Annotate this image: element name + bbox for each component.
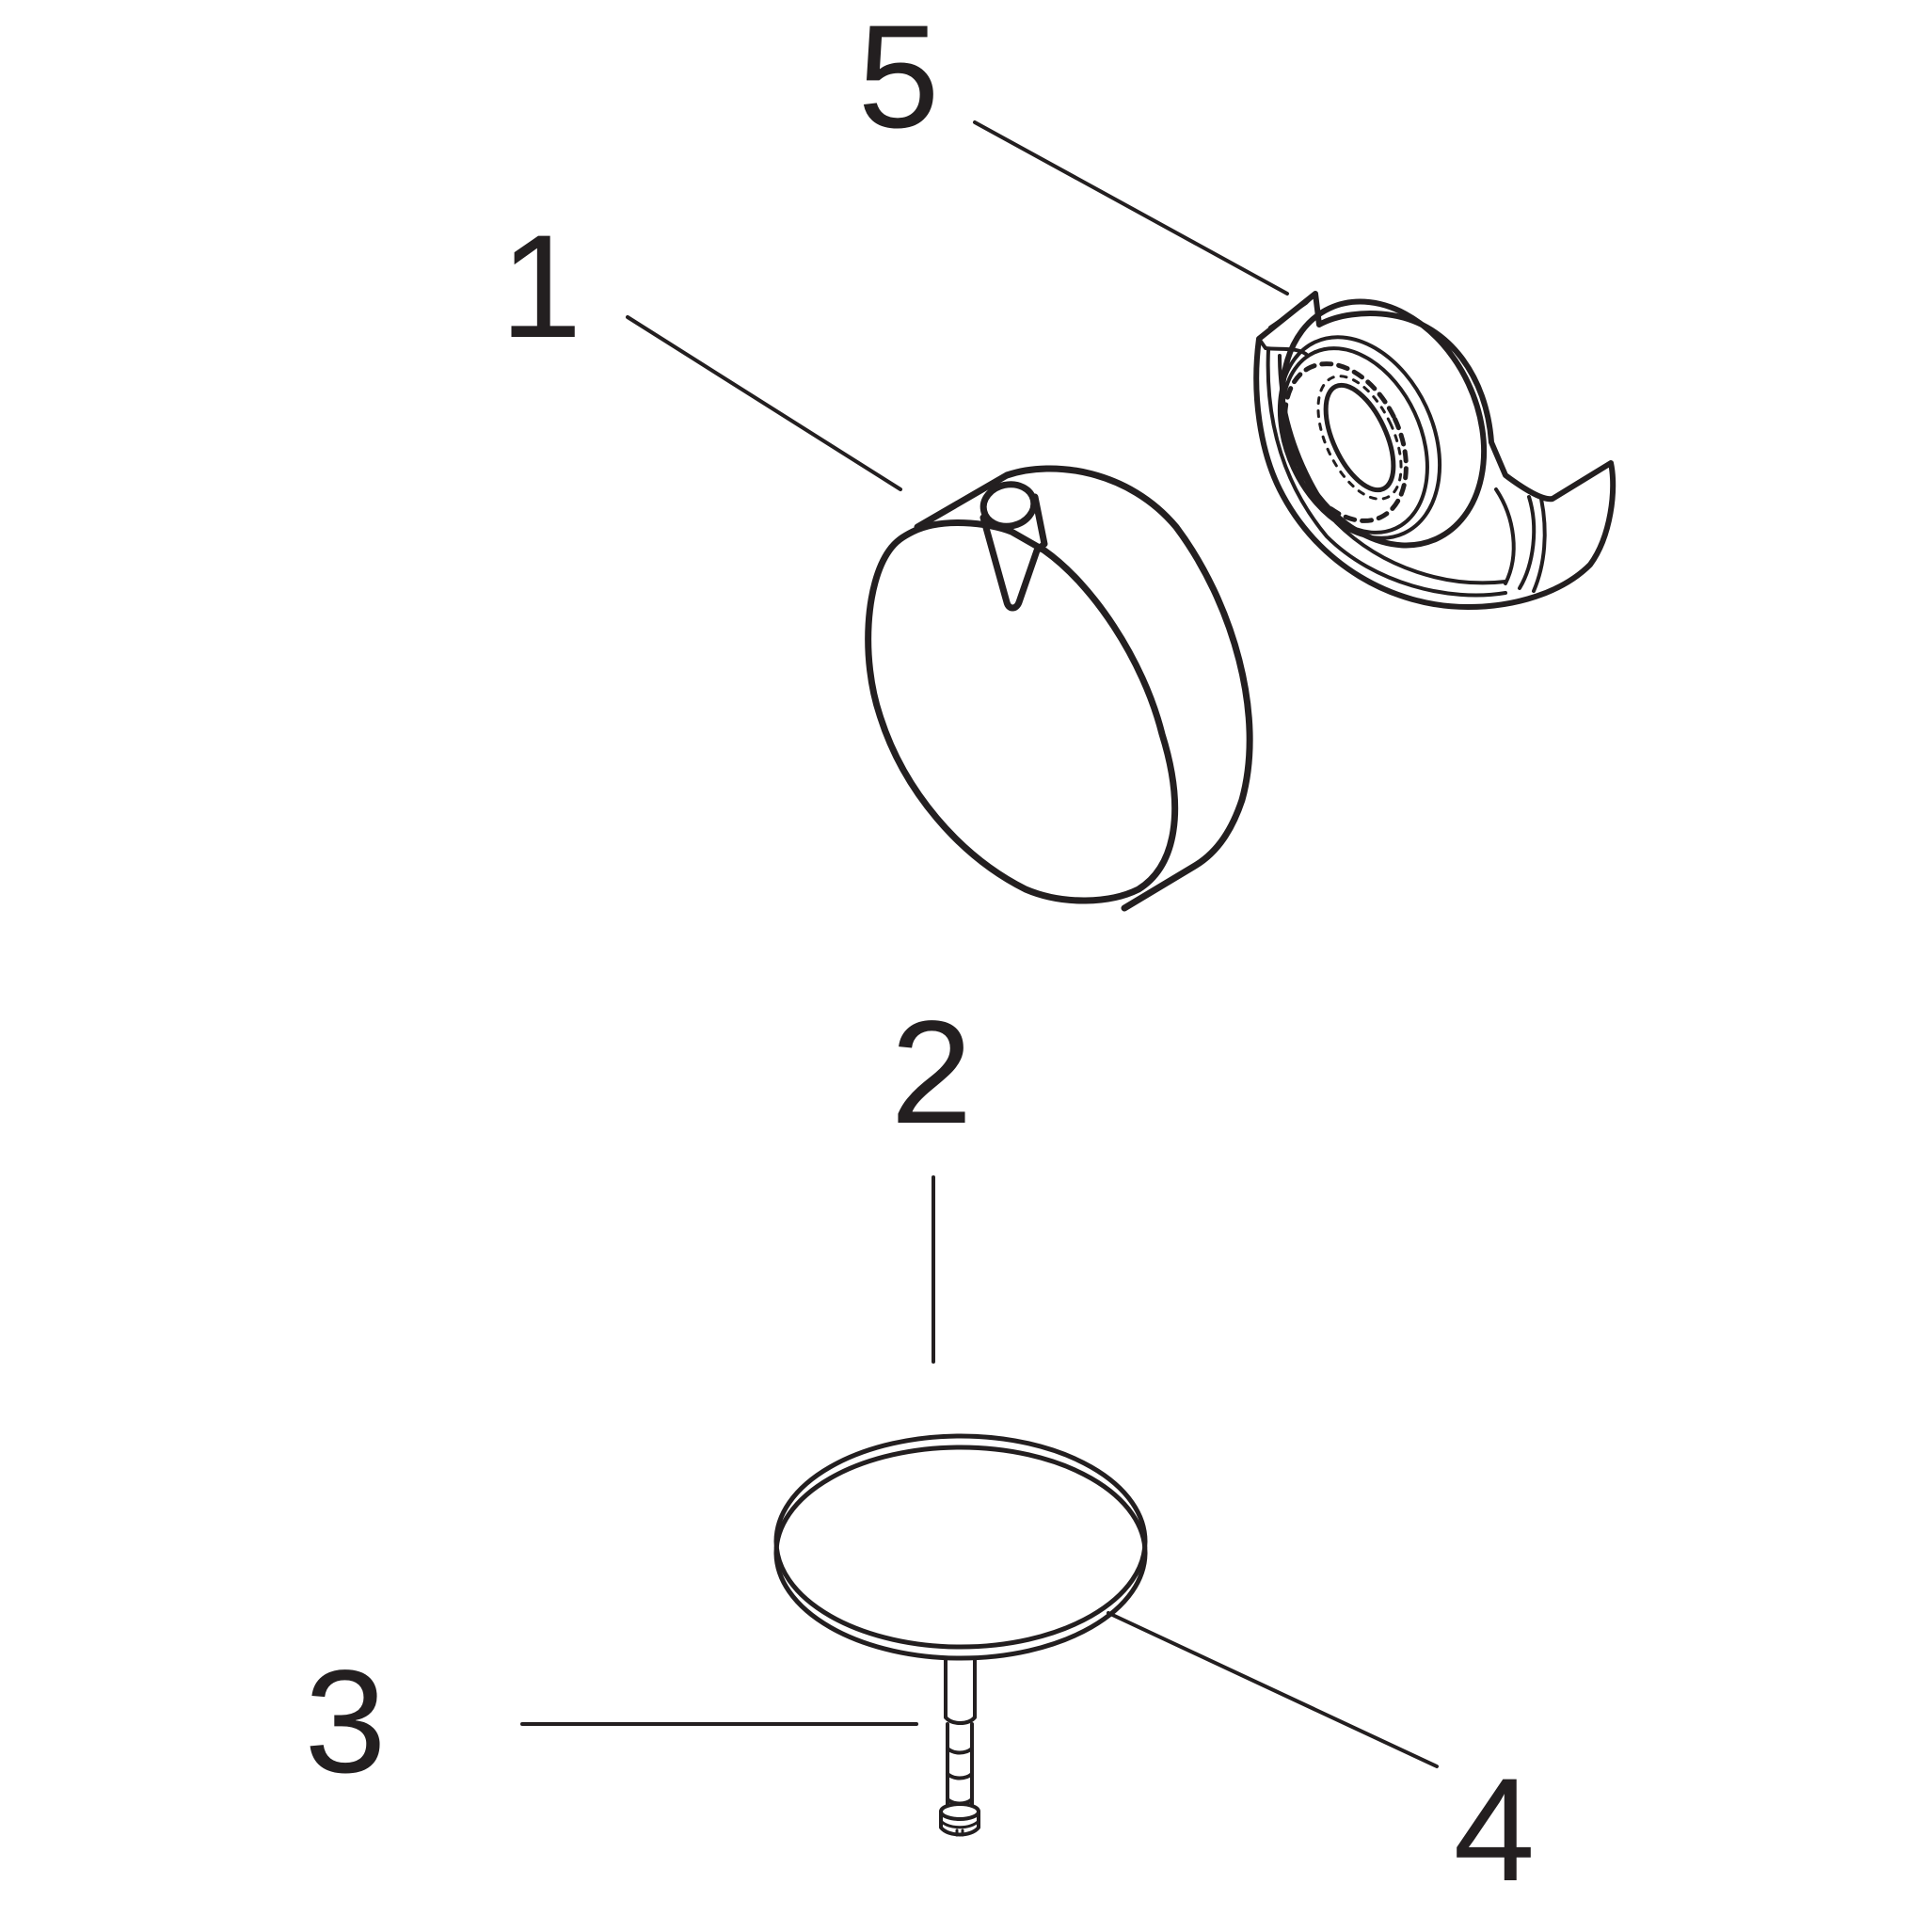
leader-line-5 <box>973 120 1289 295</box>
part-5-gear-adapter-clip <box>1253 291 1616 610</box>
callout-4: 4 <box>1453 1748 1536 1912</box>
leader-lines <box>520 120 1439 1768</box>
part-3-stem-screw <box>939 1657 980 1837</box>
part-2-plug-disc <box>773 1433 1148 1661</box>
leader-line-4 <box>1107 1611 1439 1768</box>
callout-5: 5 <box>857 0 940 159</box>
callout-2: 2 <box>890 991 973 1155</box>
leader-line-1 <box>626 315 902 491</box>
callout-1: 1 <box>500 205 582 369</box>
part-1-knob-cap <box>865 465 1253 912</box>
disc-rim-bottom <box>773 1445 1148 1661</box>
disc-top <box>773 1433 1148 1650</box>
callout-3: 3 <box>304 1640 387 1804</box>
gear-teeth <box>1282 361 1409 523</box>
